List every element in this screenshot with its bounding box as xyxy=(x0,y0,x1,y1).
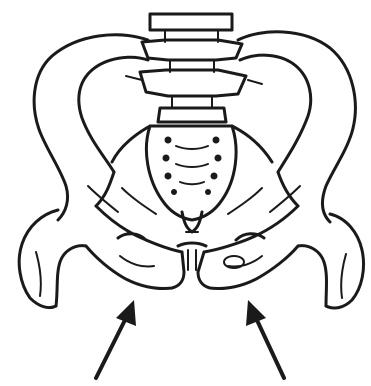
vertebra-l5 xyxy=(140,70,246,96)
coccyx xyxy=(182,212,202,232)
vertebra-l4 xyxy=(142,40,242,60)
right-arrow xyxy=(246,300,284,378)
left-hip xyxy=(19,206,184,308)
sacral-foramen xyxy=(165,137,172,144)
right-pubic-ramus xyxy=(204,206,298,252)
sacral-foramen xyxy=(213,137,220,144)
sacral-foramen xyxy=(165,173,172,180)
sacrum xyxy=(146,126,236,232)
sacral-foramen xyxy=(211,173,218,180)
lumbar-spine xyxy=(126,14,262,122)
right-ischium xyxy=(198,246,298,289)
left-ischium xyxy=(86,246,184,289)
right-ilium xyxy=(228,32,355,222)
vertebra-l3 xyxy=(150,14,232,30)
sacrum-outline xyxy=(146,126,236,220)
right-hip xyxy=(198,206,364,308)
left-ilium xyxy=(34,35,156,220)
sacral-foramen xyxy=(215,155,222,162)
pubic-symphysis xyxy=(178,243,206,272)
sacral-foramen xyxy=(205,189,211,195)
sacral-foramen xyxy=(171,189,177,195)
sacral-foramen xyxy=(163,155,170,162)
left-iliac-crest xyxy=(34,35,148,220)
left-pubic-ramus xyxy=(96,206,182,252)
left-arrow xyxy=(96,300,136,378)
